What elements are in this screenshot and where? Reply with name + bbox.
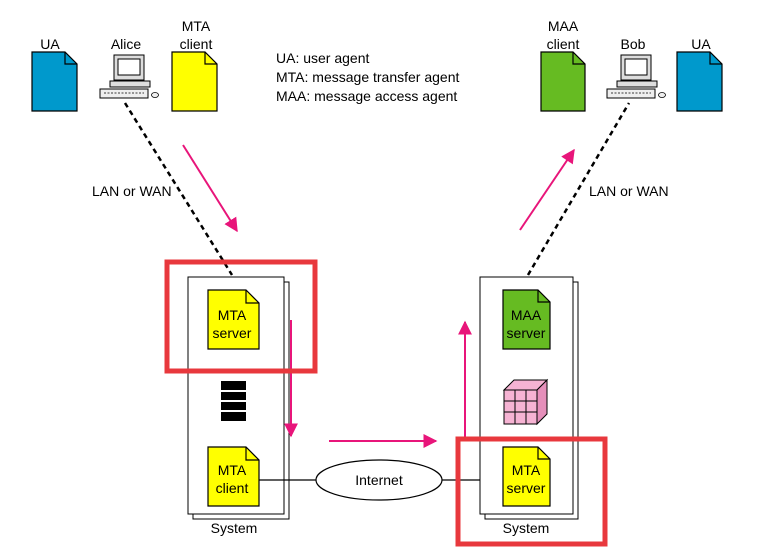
left-mta-client-line2: client xyxy=(216,480,249,496)
right-highlight-box xyxy=(455,436,608,547)
maa-to-bob-arrow xyxy=(519,148,575,231)
right-mta-server-line1: MTA xyxy=(512,462,541,478)
bob-lan-link xyxy=(526,102,631,276)
receiver-ua-document xyxy=(676,51,723,112)
right-mta-server-document xyxy=(502,446,551,507)
alice-computer-icon xyxy=(99,54,159,99)
right-maa-server-document xyxy=(502,289,551,350)
left-mta-server-line1: MTA xyxy=(218,307,247,323)
alice-to-server-arrow xyxy=(182,144,238,233)
left-mta-server-line2: server xyxy=(213,325,252,341)
internet-label: Internet xyxy=(355,472,403,488)
right-system-label: System xyxy=(503,520,550,536)
bob-computer-icon xyxy=(606,54,666,99)
sender-ua-document xyxy=(31,51,78,112)
left-highlight-box xyxy=(164,259,318,374)
alice-lan-link xyxy=(123,102,234,276)
bob-link-label: LAN or WAN xyxy=(589,183,669,199)
sender-mta-client-line2: client xyxy=(180,36,213,52)
bob-label: Bob xyxy=(621,36,646,52)
internet-cloud xyxy=(315,459,443,501)
legend-maa: MAA: message access agent xyxy=(276,88,457,104)
left-system-label: System xyxy=(211,520,258,536)
receiver-maa-client-line1: MAA xyxy=(548,18,579,34)
sender-mta-client-line1: MTA xyxy=(182,18,211,34)
receiver-maa-client-line2: client xyxy=(547,36,580,52)
left-mta-server-document xyxy=(207,289,260,350)
alice-label: Alice xyxy=(111,36,142,52)
sender-mta-client-document xyxy=(171,51,218,112)
mailbox-icon xyxy=(502,378,549,426)
right-mta-server-line2: server xyxy=(507,480,546,496)
receiver-maa-client-document xyxy=(540,51,586,112)
alice-link-label: LAN or WAN xyxy=(92,183,172,199)
left-mta-client-document xyxy=(207,446,260,507)
right-maa-server-line2: server xyxy=(507,325,546,341)
left-queue-icon xyxy=(221,381,246,421)
sender-ua-label: UA xyxy=(40,36,60,52)
left-mta-client-line1: MTA xyxy=(218,462,247,478)
legend-ua: UA: user agent xyxy=(276,50,369,66)
right-maa-server-line1: MAA xyxy=(511,307,542,323)
receiver-ua-label: UA xyxy=(691,36,711,52)
legend-mta: MTA: message transfer agent xyxy=(276,69,459,85)
